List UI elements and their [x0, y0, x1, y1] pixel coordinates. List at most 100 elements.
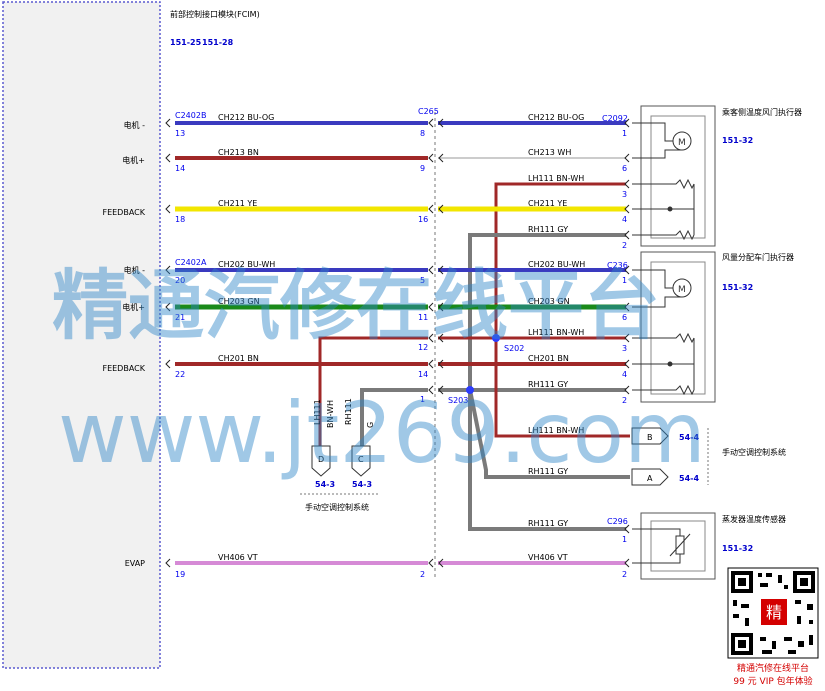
thermistor-icon [632, 528, 691, 564]
connector-c2402b: C2402B [175, 111, 206, 120]
motor-icon-2: M [632, 269, 692, 308]
wire-label-left-2: CH213 BN [218, 148, 259, 157]
wire-label-right-4: CH211 YE [528, 199, 567, 208]
evap-sensor-box [640, 512, 716, 580]
wire-c-label: RH111 [344, 398, 353, 425]
manual-ac-pin-b: B [647, 433, 653, 442]
splice-s202-dot [492, 334, 500, 342]
wire-label-right-10: RH111 GY [528, 380, 568, 389]
pin-num-l-4: 18 [175, 215, 185, 224]
fcim-module-box [2, 1, 161, 669]
pin-num-m-8: 12 [418, 343, 428, 352]
wire-rh111-to-a [468, 389, 630, 479]
connector-c236: C236 [607, 261, 628, 270]
pin-num-r-13: 1 [622, 535, 627, 544]
manual-ac-ref-d[interactable]: 54-3 [315, 480, 335, 489]
manual-ac-pin-c: C [358, 455, 364, 464]
wire-label-right-7: CH203 GN [528, 297, 570, 306]
connector-c2402a: C2402A [175, 258, 207, 267]
module-ref-2[interactable]: 151-28 [202, 38, 234, 47]
promo-line1: 精通汽修在线平台 [737, 662, 809, 674]
air-dist-actuator-ref[interactable]: 151-32 [722, 283, 753, 292]
pin-num-l-9: 22 [175, 370, 185, 379]
c265-arrows [428, 118, 444, 568]
wire-label-right-8: LH111 BN-WH [528, 328, 584, 337]
wire-label-left-14: VH406 VT [218, 553, 258, 562]
pin-num-r-10: 2 [622, 396, 627, 405]
pin-num-m-1: 8 [420, 129, 425, 138]
wire-label-right-1: CH212 BU-OG [528, 113, 584, 122]
passenger-temp-actuator-inner [650, 115, 706, 239]
manual-ac-ref-b[interactable]: 54-4 [679, 433, 699, 442]
pin-num-l-14: 19 [175, 570, 185, 579]
splice-s203-dot [466, 386, 474, 394]
pin-num-r-1: 1 [622, 129, 627, 138]
air-dist-actuator-title: 风量分配车门执行器 [722, 252, 794, 262]
wire-rh111-to-c [360, 388, 428, 450]
pin-num-m-9: 14 [418, 370, 428, 379]
pin-num-r-8: 3 [622, 344, 627, 353]
manual-ac-ref-c[interactable]: 54-3 [352, 480, 372, 489]
evap-sensor-ref[interactable]: 151-32 [722, 544, 753, 553]
wire-label-left-7: CH203 GN [218, 297, 260, 306]
module-arrows [165, 118, 171, 568]
evap-sensor-title: 蒸发器温度传感器 [722, 514, 786, 524]
manual-ac-pin-d-shape [311, 445, 331, 477]
connector-c265: C265 [418, 107, 439, 116]
manual-ac-d-wire-labels: LH111 BN-WH RH111 G [313, 398, 375, 428]
wire-label-left-9: CH201 BN [218, 354, 259, 363]
potentiometer-icon [632, 178, 695, 241]
wire-label-right-5: RH111 GY [528, 225, 568, 234]
pin-num-r-7: 6 [622, 313, 627, 322]
qr-code: 精 [727, 567, 819, 659]
wire-lh111-to-d [318, 336, 428, 450]
pin-num-r-3: 3 [622, 190, 627, 199]
pin-num-r-14: 2 [622, 570, 627, 579]
air-dist-actuator-box [640, 251, 716, 403]
pin-num-l-6: 20 [175, 276, 185, 285]
promo-line2: 99 元 VIP 包年体验 [733, 675, 812, 687]
manual-ac-pin-a-shape [631, 468, 669, 486]
wire-lh111-top [494, 182, 626, 338]
manual-ac-right-title: 手动空调控制系统 [722, 447, 786, 457]
pin-num-m-2: 9 [420, 164, 425, 173]
wire-d-color: BN-WH [326, 400, 335, 428]
wire-label-left-4: CH211 YE [218, 199, 257, 208]
passenger-temp-actuator-title: 乘客侧温度风门执行器 [722, 107, 802, 117]
pin-label-motor-minus-2: 电机 - [124, 265, 146, 275]
wire-label-left-6: CH202 BU-WH [218, 260, 275, 269]
wire-label-right-6: CH202 BU-WH [528, 260, 585, 269]
wire-label-right-13: RH111 GY [528, 519, 568, 528]
pin-label-feedback-2: FEEDBACK [102, 364, 145, 373]
connector-c296: C296 [607, 517, 628, 526]
evap-sensor-inner [650, 520, 706, 572]
pin-label-motor-plus-1: 电机+ [122, 155, 145, 165]
splice-s203-label: S203 [448, 396, 468, 405]
air-dist-actuator-inner [650, 261, 706, 395]
watermark-line2: www.jt269.com [58, 384, 706, 482]
motor-icon: M [632, 122, 692, 159]
splice-s202-label: S202 [504, 344, 524, 353]
pin-label-motor-plus-2: 电机+ [122, 302, 145, 312]
wire-label-left-1: CH212 BU-OG [218, 113, 274, 122]
svg-text:M: M [678, 138, 686, 148]
pin-num-m-10: 1 [420, 395, 425, 404]
manual-ac-bottom-title: 手动空调控制系统 [305, 502, 369, 512]
pin-num-m-6: 5 [420, 276, 425, 285]
wire-label-right-14: VH406 VT [528, 553, 568, 562]
manual-ac-ref-a[interactable]: 54-4 [679, 474, 699, 483]
pin-num-l-2: 14 [175, 164, 185, 173]
manual-ac-pin-a: A [647, 474, 653, 483]
wire-label-right-12: RH111 GY [528, 467, 568, 476]
potentiometer-icon-2 [632, 332, 695, 396]
pin-num-r-5: 2 [622, 241, 627, 250]
pin-num-m-4: 16 [418, 215, 428, 224]
module-ref-1[interactable]: 151-25 [170, 38, 202, 47]
component-arrows [624, 118, 630, 568]
wire-label-right-9: CH201 BN [528, 354, 569, 363]
passenger-temp-actuator-ref[interactable]: 151-32 [722, 136, 753, 145]
module-title: 前部控制接口模块(FCIM) [170, 9, 260, 19]
pin-num-r-6: 1 [622, 276, 627, 285]
wire-rh111-to-evap [468, 390, 626, 531]
pin-label-evap: EVAP [125, 559, 145, 568]
